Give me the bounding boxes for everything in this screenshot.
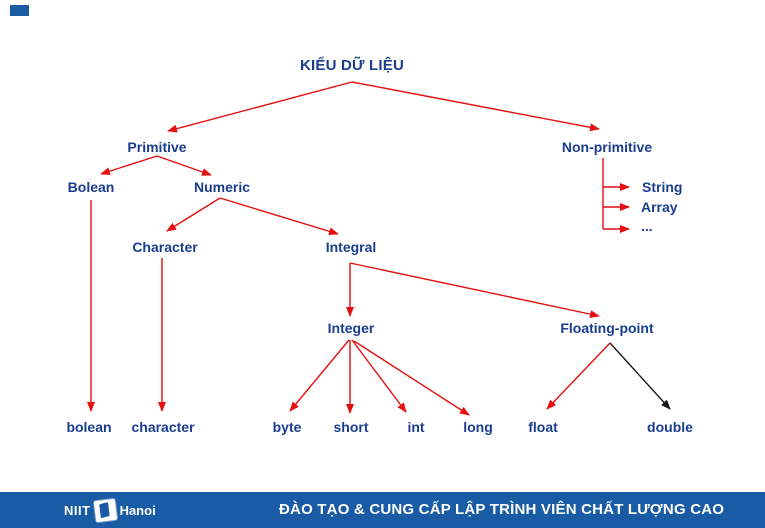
node-primitive: Primitive (127, 139, 187, 155)
node-floating-point: Floating-point (560, 320, 654, 336)
node-string: String (642, 179, 683, 195)
niit-logo-icon (93, 498, 117, 522)
edge-numeric-integral (219, 197, 339, 236)
footer-slogan: ĐÀO TẠO & CUNG CẤP LẬP TRÌNH VIÊN CHẤT L… (279, 501, 725, 518)
logo-hanoi-text: Hanoi (119, 502, 156, 518)
node-short: short (333, 419, 369, 435)
node-numeric: Numeric (193, 179, 251, 195)
edge-title-primitive (167, 81, 353, 133)
edge-numeric-character (166, 197, 221, 232)
node-long: long (463, 419, 493, 435)
node-integer: Integer (327, 320, 375, 336)
edge-floatingpoint-double (609, 342, 671, 410)
edge-primitive-bolean (100, 155, 158, 176)
niit-hanoi-logo: NIIT Hanoi (64, 492, 156, 528)
footer-bar: NIIT Hanoi ĐÀO TẠO & CUNG CẤP LẬP TRÌNH … (0, 492, 765, 528)
edge-integer-byte (289, 339, 350, 412)
node-character-leaf: character (131, 419, 195, 435)
edge-primitive-numeric (156, 155, 212, 176)
edge-title-nonprimitive (351, 81, 600, 132)
node-non-primitive: Non-primitive (561, 139, 653, 155)
edge-floatingpoint-float (546, 342, 611, 410)
node-int: int (407, 419, 425, 435)
edge-integer-long (353, 340, 470, 416)
logo-niit-text: NIIT (64, 502, 91, 518)
node-bolean: Bolean (67, 179, 115, 195)
node-title: KIỂU DỮ LIỆU (299, 57, 405, 74)
node-float: float (528, 419, 558, 435)
corner-mark (10, 5, 29, 16)
edge-integral-floatingpoint (349, 262, 600, 319)
node-integral: Integral (325, 239, 377, 255)
node-ellipsis: ... (641, 218, 653, 234)
node-byte: byte (272, 419, 302, 435)
node-bolean-leaf: bolean (66, 419, 112, 435)
node-array: Array (641, 199, 678, 215)
node-double: double (647, 419, 693, 435)
edge-integer-int (351, 339, 407, 413)
node-character: Character (132, 239, 198, 255)
